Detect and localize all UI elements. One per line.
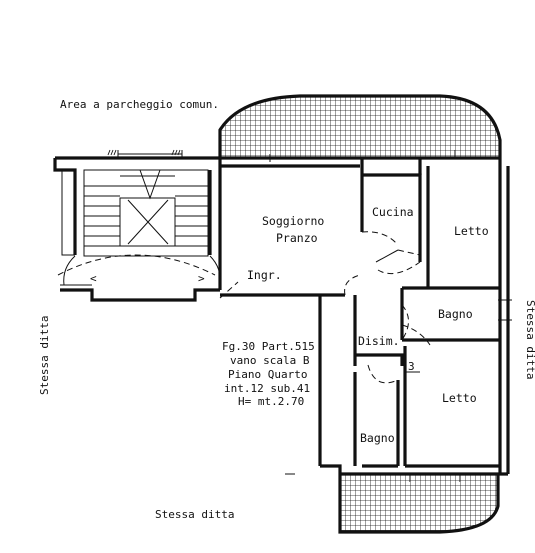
cadastral-info: Fg.30 Part.515 vano scala B Piano Quarto… bbox=[222, 340, 315, 408]
right-note: Stessa ditta bbox=[524, 300, 535, 379]
svg-text:<: < bbox=[90, 272, 97, 285]
room-bagno-right: Bagno bbox=[438, 307, 473, 321]
terrace-bottom bbox=[338, 474, 500, 534]
top-note: Area a parcheggio comun. bbox=[60, 98, 219, 111]
column-marks bbox=[107, 149, 181, 156]
info-line-3: Piano Quarto bbox=[228, 368, 307, 381]
room-pranzo: Pranzo bbox=[276, 231, 318, 245]
terrace-top bbox=[218, 94, 502, 158]
info-line-1: Fg.30 Part.515 bbox=[222, 340, 315, 353]
room-letto-bottom: Letto bbox=[442, 391, 477, 405]
room-soggiorno: Soggiorno bbox=[262, 214, 324, 228]
info-line-2: vano scala B bbox=[230, 354, 310, 367]
room-ingr: Ingr. bbox=[247, 268, 282, 282]
room-disim: Disim. bbox=[358, 334, 400, 348]
room-letto-top: Letto bbox=[454, 224, 489, 238]
stairwell: < > bbox=[53, 156, 222, 302]
stair-number: 3 bbox=[408, 360, 415, 373]
room-cucina: Cucina bbox=[372, 205, 414, 219]
info-line-4: int.12 sub.41 bbox=[224, 382, 310, 395]
apartment-walls bbox=[220, 156, 510, 476]
door-swings bbox=[219, 231, 431, 384]
room-bagno-left: Bagno bbox=[360, 431, 395, 445]
bottom-note: Stessa ditta bbox=[155, 508, 234, 521]
windows bbox=[110, 150, 512, 482]
left-note: Stessa ditta bbox=[38, 316, 51, 395]
svg-text:>: > bbox=[198, 272, 205, 285]
info-line-5: H= mt.2.70 bbox=[238, 395, 304, 408]
